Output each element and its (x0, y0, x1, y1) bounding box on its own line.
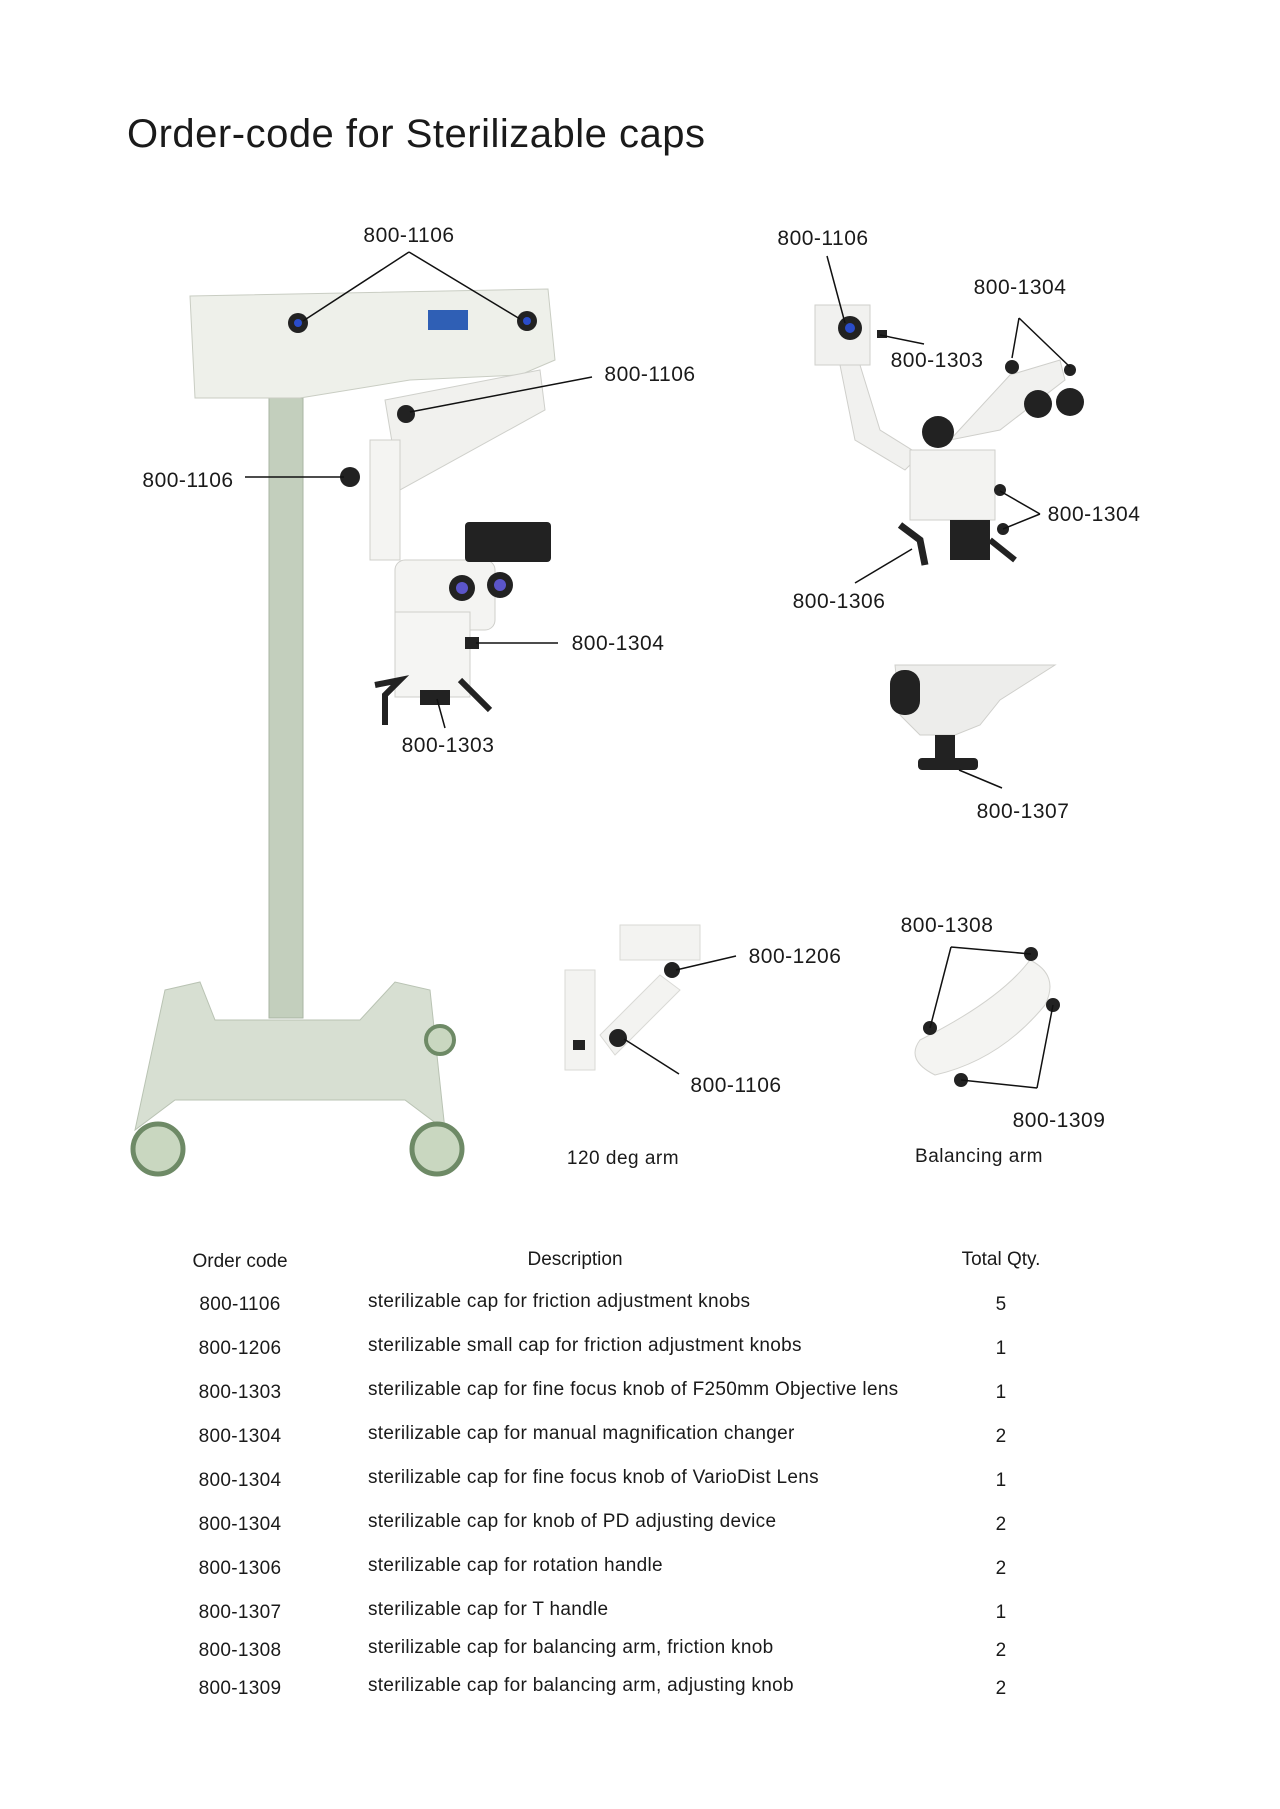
table-row: 800-1304 sterilizable cap for fine focus … (0, 1467, 1280, 1494)
qty-cell: 2 (995, 1426, 1007, 1447)
qty-cell: 1 (995, 1338, 1007, 1359)
page-title: Order-code for Sterilizable caps (127, 112, 706, 156)
order-code-cell: 800-1308 (198, 1640, 282, 1661)
order-code-cell: 800-1304 (198, 1426, 282, 1447)
description-cell: sterilizable cap for fine focus knob of … (368, 1467, 819, 1488)
callout-label: 800-1106 (604, 363, 696, 386)
qty-cell: 2 (995, 1514, 1007, 1535)
description-cell: sterilizable small cap for friction adju… (368, 1335, 802, 1356)
floor-stand-microscope-image (130, 288, 556, 1177)
table-row: 800-1307 sterilizable cap for T handle 1 (0, 1599, 1280, 1626)
order-code-cell: 800-1206 (198, 1338, 282, 1359)
callout-label: 800-1106 (690, 1074, 782, 1097)
t-handle-image (890, 664, 1057, 770)
description-cell: sterilizable cap for balancing arm, fric… (368, 1637, 774, 1658)
callout-label: 800-1106 (142, 469, 234, 492)
description-cell: sterilizable cap for rotation handle (368, 1555, 663, 1576)
qty-cell: 5 (995, 1294, 1007, 1315)
qty-cell: 2 (995, 1640, 1007, 1661)
120-deg-arm-image (564, 924, 701, 1071)
callout-label: 800-1106 (777, 227, 869, 250)
table-row: 800-1304 sterilizable cap for knob of PD … (0, 1511, 1280, 1538)
order-code-cell: 800-1304 (198, 1514, 282, 1535)
callout-label: 800-1304 (1047, 503, 1141, 526)
header-order-code: Order code (192, 1251, 288, 1272)
microscope-head-image (814, 304, 1084, 566)
leader-lines (245, 251, 1071, 1089)
header-description: Description (527, 1249, 623, 1270)
table-row: 800-1303 sterilizable cap for fine focus … (0, 1379, 1280, 1406)
qty-cell: 2 (995, 1678, 1007, 1699)
caption-balancing-arm: Balancing arm (915, 1146, 1043, 1167)
order-code-cell: 800-1106 (199, 1294, 281, 1315)
qty-cell: 1 (995, 1602, 1007, 1623)
description-cell: sterilizable cap for manual magnificatio… (368, 1423, 795, 1444)
callout-label: 800-1303 (890, 349, 984, 372)
table-row: 800-1306 sterilizable cap for rotation ha… (0, 1555, 1280, 1582)
description-cell: sterilizable cap for fine focus knob of … (368, 1379, 899, 1400)
table-row: 800-1308 sterilizable cap for balancing a… (0, 1637, 1280, 1664)
order-code-cell: 800-1309 (198, 1678, 282, 1699)
callout-label: 800-1206 (748, 945, 842, 968)
order-code-cell: 800-1304 (198, 1470, 282, 1491)
callout-label: 800-1308 (900, 914, 994, 937)
order-code-cell: 800-1307 (198, 1602, 282, 1623)
callout-label: 800-1309 (1012, 1109, 1106, 1132)
balancing-arm-image (914, 947, 1060, 1087)
header-total-qty: Total Qty. (961, 1249, 1041, 1270)
order-code-cell: 800-1303 (198, 1382, 282, 1403)
qty-cell: 2 (995, 1558, 1007, 1579)
qty-cell: 1 (995, 1470, 1007, 1491)
qty-cell: 1 (995, 1382, 1007, 1403)
table-row: 800-1106 sterilizable cap for friction ad… (0, 1291, 1280, 1318)
description-cell: sterilizable cap for balancing arm, adju… (368, 1675, 794, 1696)
callout-label: 800-1106 (363, 224, 455, 247)
zumax-logo (428, 310, 468, 330)
description-cell: sterilizable cap for knob of PD adjustin… (368, 1511, 777, 1532)
description-cell: sterilizable cap for T handle (368, 1599, 609, 1620)
callout-label: 800-1304 (973, 276, 1067, 299)
callout-label: 800-1303 (401, 734, 495, 757)
description-cell: sterilizable cap for friction adjustment… (368, 1291, 751, 1312)
table-row: 800-1206 sterilizable small cap for frict… (0, 1335, 1280, 1362)
order-code-cell: 800-1306 (198, 1558, 282, 1579)
callout-label: 800-1307 (976, 800, 1070, 823)
table-row: 800-1304 sterilizable cap for manual magn… (0, 1423, 1280, 1450)
table-row: 800-1309 sterilizable cap for balancing a… (0, 1675, 1280, 1702)
callout-label: 800-1306 (792, 590, 886, 613)
callout-label: 800-1304 (571, 632, 665, 655)
caption-120-deg-arm: 120 deg arm (566, 1148, 680, 1169)
